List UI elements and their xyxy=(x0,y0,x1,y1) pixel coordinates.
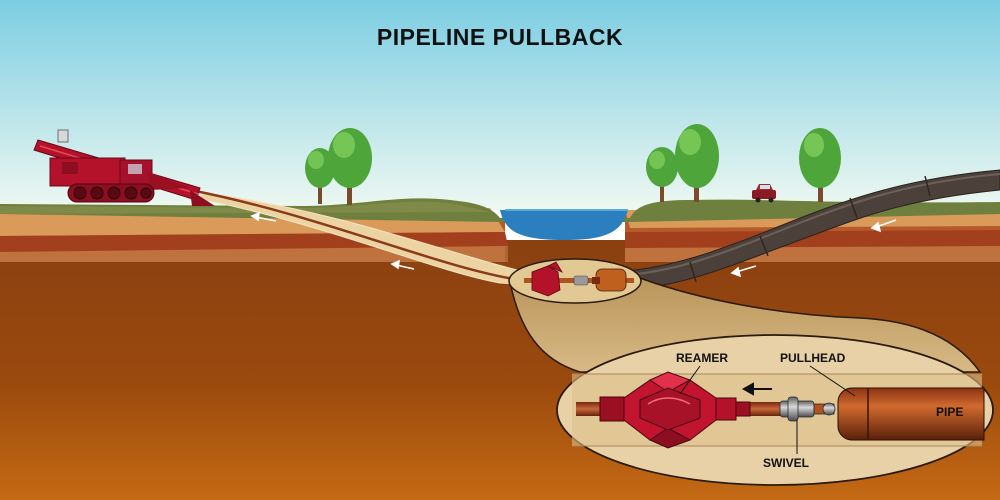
pond xyxy=(500,210,628,240)
reamer-icon xyxy=(599,371,751,449)
tree-icon xyxy=(675,124,719,202)
leader-lines xyxy=(679,365,856,454)
label-swivel: SWIVEL xyxy=(763,456,810,470)
arrow-left-icon xyxy=(730,265,757,278)
tree-icon xyxy=(646,147,678,202)
arrow-left-icon xyxy=(390,259,415,270)
magnifier-ellipse xyxy=(508,258,642,304)
label-pullhead: PULLHEAD xyxy=(780,351,846,365)
tree-icon xyxy=(305,148,335,204)
arrow-left-icon xyxy=(250,211,277,222)
swivel-icon xyxy=(779,396,836,422)
detail-callout xyxy=(556,334,994,486)
arrow-left-icon xyxy=(870,219,897,233)
pullhead-icon xyxy=(837,387,985,441)
label-pipe: PIPE xyxy=(936,405,964,419)
drill-rig-icon xyxy=(33,129,215,206)
arrow-left-icon xyxy=(741,382,772,396)
page-title: PIPELINE PULLBACK xyxy=(376,24,624,50)
drill-string xyxy=(189,188,521,282)
label-reamer: REAMER xyxy=(676,351,729,365)
car-icon xyxy=(752,184,776,203)
tree-icon xyxy=(799,128,841,202)
tree-icon xyxy=(328,128,372,205)
